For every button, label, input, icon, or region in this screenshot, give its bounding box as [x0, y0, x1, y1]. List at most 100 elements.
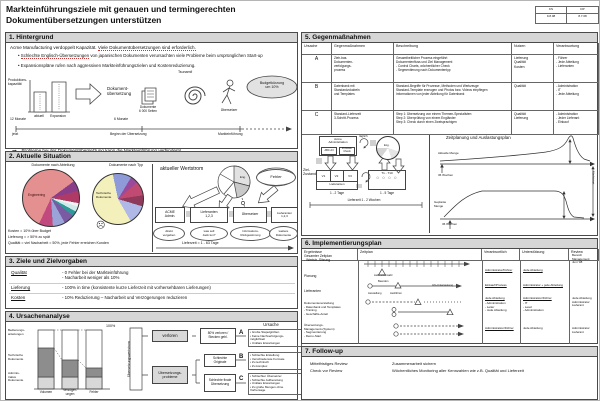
- s5-future-v1: V1: [317, 171, 331, 181]
- s5-future-v-label: Lieferanten: [317, 181, 357, 186]
- translator-figure-body: [222, 86, 235, 104]
- s4-row2-label: Technische Dokumente: [8, 353, 24, 361]
- s4-row1-label: Bedienungs- anleitungen: [8, 328, 25, 336]
- s5-row-c-gegen: Standard-Lieferzeit 3-Schritt-Prozess: [332, 111, 394, 135]
- s6-review-r3: Jede Abteilung Administrator Lieferant: [572, 296, 592, 308]
- s6-item-planung: Planung: [304, 274, 317, 278]
- s6-unterstuetzung-r3a: Administration/Führer: [523, 296, 552, 300]
- s3-divider-1: [9, 283, 295, 284]
- section-aktuelle-situation: 2. Aktuelle Situation Dokumente nach Abt…: [5, 151, 298, 254]
- s2-stat-kosten: Kosten = 10% über Budget: [8, 229, 52, 233]
- s6-gantt-label-5: Info-Unterweisung: [432, 284, 454, 287]
- s4-node-80-verloren: 80% verloren / Stecken gebl.: [200, 328, 236, 344]
- ursachen-diagram: [6, 322, 298, 400]
- s4-cause-list-c: • Schlechter Übersetzer • Schlechte Aufb…: [248, 373, 302, 395]
- s5-future-v2: V2: [330, 171, 344, 181]
- s5-row-c-verantwortung: - Administration - Jeder Lieferant - Ein…: [554, 111, 599, 135]
- s2-pie1-title: Dokumente nach Abteilung: [31, 163, 75, 167]
- s2-box-lieferanten1: Lieferanten 1,2,3: [190, 207, 228, 223]
- s5-future-t-circles: ○ ○ ○ ○: [376, 175, 398, 180]
- s1-timeline-start: Beginn der Übersetzung: [110, 132, 147, 136]
- section-hintergrund: 1. Hintergrund Acme Manufacturing verdop…: [5, 32, 298, 155]
- s6-th-unterstuetzung: Unterstützung: [520, 249, 569, 261]
- s5-row-a-gegen: Zieh-bas. Dokumenten- verfolgungs- proze…: [332, 55, 394, 83]
- s5-row-a-nutzen: Lieferung Qualität Kosten: [512, 55, 554, 83]
- s6-item-lieferanten: Lieferanten: [304, 289, 321, 293]
- s1-bar-axis-label: Produktions- kapazität: [8, 78, 28, 87]
- s5-future-t-top: T1 - T10: [381, 171, 393, 175]
- hintergrund-diagram: [6, 70, 298, 134]
- s6-th-ergebnisse: Ergebnisse: [302, 249, 358, 261]
- section-5-header: 5. Gegenmaßnahmen: [302, 33, 597, 43]
- s4-cat1: Volumen: [39, 390, 53, 394]
- s5-chart-top-label: Aktuelle Menge: [438, 151, 459, 155]
- s5-th-ursache: Ursache: [302, 43, 332, 55]
- section-1-header: 1. Hintergrund: [6, 33, 297, 43]
- s1-warning-text: Probleme bei der Dokumentübersetzung kan…: [21, 148, 181, 153]
- s1-bullet1b: von japanischen Dokumenten verursachten …: [90, 53, 263, 58]
- s2-stat-lieferung: Lieferung = > 50% zu spät: [8, 235, 50, 239]
- s5-future-days2: 1 - 5 Tage: [379, 191, 395, 195]
- s4-node-schlechte-originale: Schlechte Originale: [204, 354, 236, 367]
- section-6-header: 6. Implementierungsplan: [302, 239, 597, 249]
- big-arrow-icon: [76, 84, 101, 104]
- pie-dokumente-nach-typ: [92, 173, 144, 225]
- section-gegenmassnahmen: 5. Gegenmaßnahmen Ursache Gegenmaßnahmen…: [301, 32, 599, 236]
- s1-bullet2-text: Expansionspläne rufen nach aggressiven M…: [20, 63, 196, 68]
- s5-row-b-nutzen: Qualität: [512, 83, 554, 111]
- s6-item-uebersetzungsmanagement: Übersetzungs- Management-(System) - Segm…: [304, 323, 335, 338]
- s5-row-b-ursache: B: [302, 83, 332, 111]
- stamp-date-1: 9.8.08: [536, 14, 567, 23]
- s1-timeline-launch: Markteinführung: [218, 132, 243, 136]
- s5-divider: [429, 135, 430, 233]
- s1-span2: 6 Monate: [114, 117, 129, 121]
- daily-loop-arrow: [360, 139, 368, 147]
- s6-colline-1: [358, 261, 359, 344]
- s6-verantwortlich-r4: Administration/Führer: [485, 326, 514, 330]
- s2-cloud-2: was soll Jack tun?: [190, 226, 228, 241]
- s4-node-verloren: verloren: [152, 330, 188, 342]
- s2-cloud-1: direkt vergeben: [153, 226, 185, 241]
- s6-verantwortlich-r2: Einkauf/Prozess: [485, 283, 507, 287]
- s1-intro: Acme Manufacturing verdoppelt Kapazität.…: [10, 45, 293, 51]
- s5-row-c-beschreibung: Step 1: Übersetzung von einem Themen-Spe…: [394, 111, 512, 135]
- s5-th-verantwortung: Verantwortung: [554, 43, 599, 55]
- s2-cloud-3: Informations- Rückgewinnung: [230, 226, 271, 241]
- s6-th-review: Review: [569, 249, 599, 261]
- s5-row-c-nutzen: Qualität Lieferung: [512, 111, 554, 135]
- s4-row3-label: Adminis- trative Dokumente: [8, 371, 24, 383]
- s3-label-kosten: Kosten: [11, 295, 26, 300]
- s6-colline-2: [482, 261, 483, 344]
- s3-divider-2: [9, 293, 295, 294]
- s4-letter-a: A: [239, 330, 244, 336]
- section-3-header: 3. Ziele und Zielvorgaben: [6, 257, 297, 267]
- s1-figure-label: Übersetzer: [220, 108, 238, 112]
- s1-bar1-label: aktuell: [34, 114, 44, 118]
- section-implementierungsplan: 6. Implementierungsplan Ergebnisse Zeitp…: [301, 238, 599, 344]
- s5-th-beschreibung: Beschreibung: [394, 43, 512, 55]
- section-ziele: 3. Ziele und Zielvorgaben Qualität - 0 F…: [5, 256, 298, 309]
- s5-row-a-ursache: A: [302, 55, 332, 83]
- s1-bullet-2: • Expansionspläne rufen nach aggressiven…: [18, 63, 196, 68]
- s2-cloud-4: weitere Dokumente: [269, 226, 298, 241]
- schedule-volume-chart: [434, 133, 595, 233]
- s5-row-a-verantwortung: - Führer - Jede Abteilung - Lieferanten: [554, 55, 599, 83]
- s7-text-1: Zusammenarbeit sichern: [392, 361, 437, 366]
- s6-unterstuetzung-r1: Jede Abteilung: [523, 268, 543, 272]
- s5-row-b-gegen: Datenbank mit Standardvokabeln und Templ…: [332, 83, 394, 111]
- s5-chart-x2: 36 Wochen: [442, 222, 458, 226]
- s6-th-zeitplan: Zeitplan: [358, 249, 482, 261]
- s4-cat3: Fehler: [89, 390, 99, 394]
- current-value-stream-diagram: [154, 164, 298, 251]
- s4-100pct: 100%: [106, 324, 116, 328]
- s5-future-v-box: V1 V2 V3 Lieferanten: [316, 170, 358, 190]
- s6-gantt-label-1: Lieferantenwahl: [374, 274, 393, 277]
- s5-row-a-beschreibung: Gesamtheitlicher Prozess eingeführt Doku…: [394, 55, 512, 83]
- s2-divider: [152, 164, 153, 252]
- s7-label-1: Mittelfristiges Review: [310, 361, 348, 366]
- section-4-header: 4. Ursachenanalyse: [6, 312, 297, 322]
- s6-gantt-label-4: Ausführen: [390, 292, 402, 295]
- budget-cloud-icon: [247, 76, 297, 98]
- s2-stat-qualitaet: Qualität = viel Nacharbeit = 50%, jede F…: [8, 241, 109, 245]
